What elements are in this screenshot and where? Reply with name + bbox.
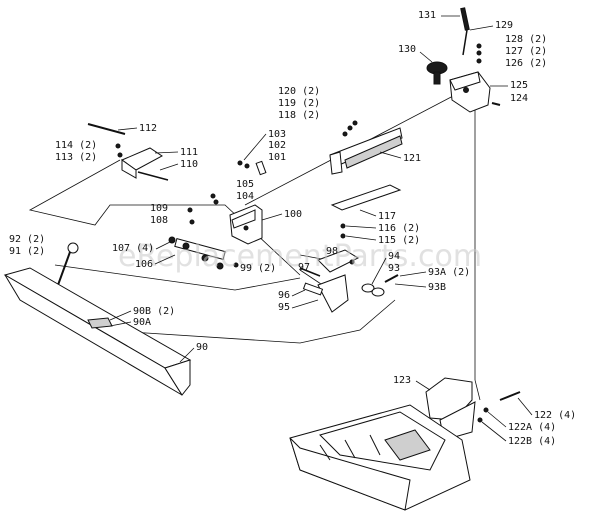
label-103: 103 bbox=[268, 129, 286, 140]
label-93a: 93A (2) bbox=[428, 267, 470, 278]
label-131: 131 bbox=[418, 10, 436, 21]
label-99: 99 (2) bbox=[240, 263, 276, 274]
label-102: 102 bbox=[268, 140, 286, 151]
label-119: 119 (2) bbox=[278, 98, 320, 109]
part-base-casting bbox=[289, 404, 471, 511]
label-94: 94 bbox=[388, 251, 400, 262]
label-91: 91 (2) bbox=[9, 246, 45, 257]
label-93b: 93B bbox=[428, 282, 446, 293]
label-125: 125 bbox=[510, 80, 528, 91]
part-128-126-hardware bbox=[476, 43, 482, 64]
part-125-bracket bbox=[449, 71, 491, 113]
watermark-text: eReplacementParts.com bbox=[118, 239, 482, 274]
label-95: 95 bbox=[278, 302, 290, 313]
part-109-washer bbox=[187, 207, 193, 213]
label-120: 120 (2) bbox=[278, 86, 320, 97]
label-129: 129 bbox=[495, 20, 513, 31]
part-114-washer bbox=[115, 143, 121, 149]
label-128: 128 (2) bbox=[505, 34, 547, 45]
label-97: 97 bbox=[298, 262, 310, 273]
label-93: 93 bbox=[388, 263, 400, 274]
part-labels: 131 129 128 (2) 127 (2) 126 (2) 130 125 … bbox=[9, 10, 576, 447]
label-121: 121 bbox=[403, 153, 421, 164]
part-130-knob bbox=[426, 61, 448, 85]
part-106-107-shaft bbox=[168, 236, 226, 270]
part-100-bracket bbox=[229, 204, 263, 245]
label-105: 105 bbox=[236, 179, 254, 190]
label-96: 96 bbox=[278, 290, 290, 301]
label-110: 110 bbox=[180, 159, 198, 170]
label-90: 90 bbox=[196, 342, 208, 353]
part-122-screws bbox=[477, 391, 521, 423]
part-131-handle bbox=[460, 7, 470, 31]
label-126: 126 (2) bbox=[505, 58, 547, 69]
label-118: 118 (2) bbox=[278, 110, 320, 121]
label-90a: 90A bbox=[133, 317, 151, 328]
label-122b: 122B (4) bbox=[508, 436, 556, 447]
label-113: 113 (2) bbox=[55, 152, 97, 163]
part-120-118-hardware bbox=[342, 120, 358, 137]
part-103-101-hardware bbox=[237, 160, 267, 176]
label-92: 92 (2) bbox=[9, 234, 45, 245]
part-95-98-bracket bbox=[299, 249, 360, 313]
label-127: 127 (2) bbox=[505, 46, 547, 57]
label-100: 100 bbox=[284, 209, 302, 220]
part-108-washer bbox=[189, 219, 195, 225]
part-115-washer bbox=[340, 233, 346, 239]
label-108: 108 bbox=[150, 215, 168, 226]
parts-drawing bbox=[3, 7, 521, 511]
part-129-rod bbox=[462, 29, 468, 56]
label-123: 123 bbox=[393, 375, 411, 386]
label-107: 107 (4) bbox=[112, 243, 154, 254]
part-124-screw bbox=[491, 102, 501, 106]
label-114: 114 (2) bbox=[55, 140, 97, 151]
part-99-washer bbox=[233, 262, 239, 268]
label-98: 98 bbox=[326, 246, 338, 257]
label-124: 124 bbox=[510, 93, 528, 104]
label-104: 104 bbox=[236, 191, 254, 202]
label-90b: 90B (2) bbox=[133, 306, 175, 317]
label-106: 106 bbox=[135, 259, 153, 270]
part-90-fence bbox=[3, 267, 192, 396]
part-116-washer bbox=[340, 223, 346, 229]
part-117-plate bbox=[330, 184, 402, 211]
label-122: 122 (4) bbox=[534, 410, 576, 421]
part-111-110-bracket bbox=[120, 147, 169, 181]
label-101: 101 bbox=[268, 152, 286, 163]
part-93-94-hardware bbox=[361, 274, 399, 297]
label-109: 109 bbox=[150, 203, 168, 214]
part-112-rod bbox=[87, 123, 126, 135]
label-117: 117 bbox=[378, 211, 396, 222]
label-122a: 122A (4) bbox=[508, 422, 556, 433]
label-116: 116 (2) bbox=[378, 223, 420, 234]
part-104-washer bbox=[213, 199, 219, 205]
part-105-washer bbox=[210, 193, 216, 199]
label-115: 115 (2) bbox=[378, 235, 420, 246]
part-113-washer bbox=[117, 152, 123, 158]
label-111: 111 bbox=[180, 147, 198, 158]
label-130: 130 bbox=[398, 44, 416, 55]
part-121-rack bbox=[329, 127, 403, 175]
label-112: 112 bbox=[139, 123, 157, 134]
part-92-91-knob bbox=[57, 242, 79, 286]
